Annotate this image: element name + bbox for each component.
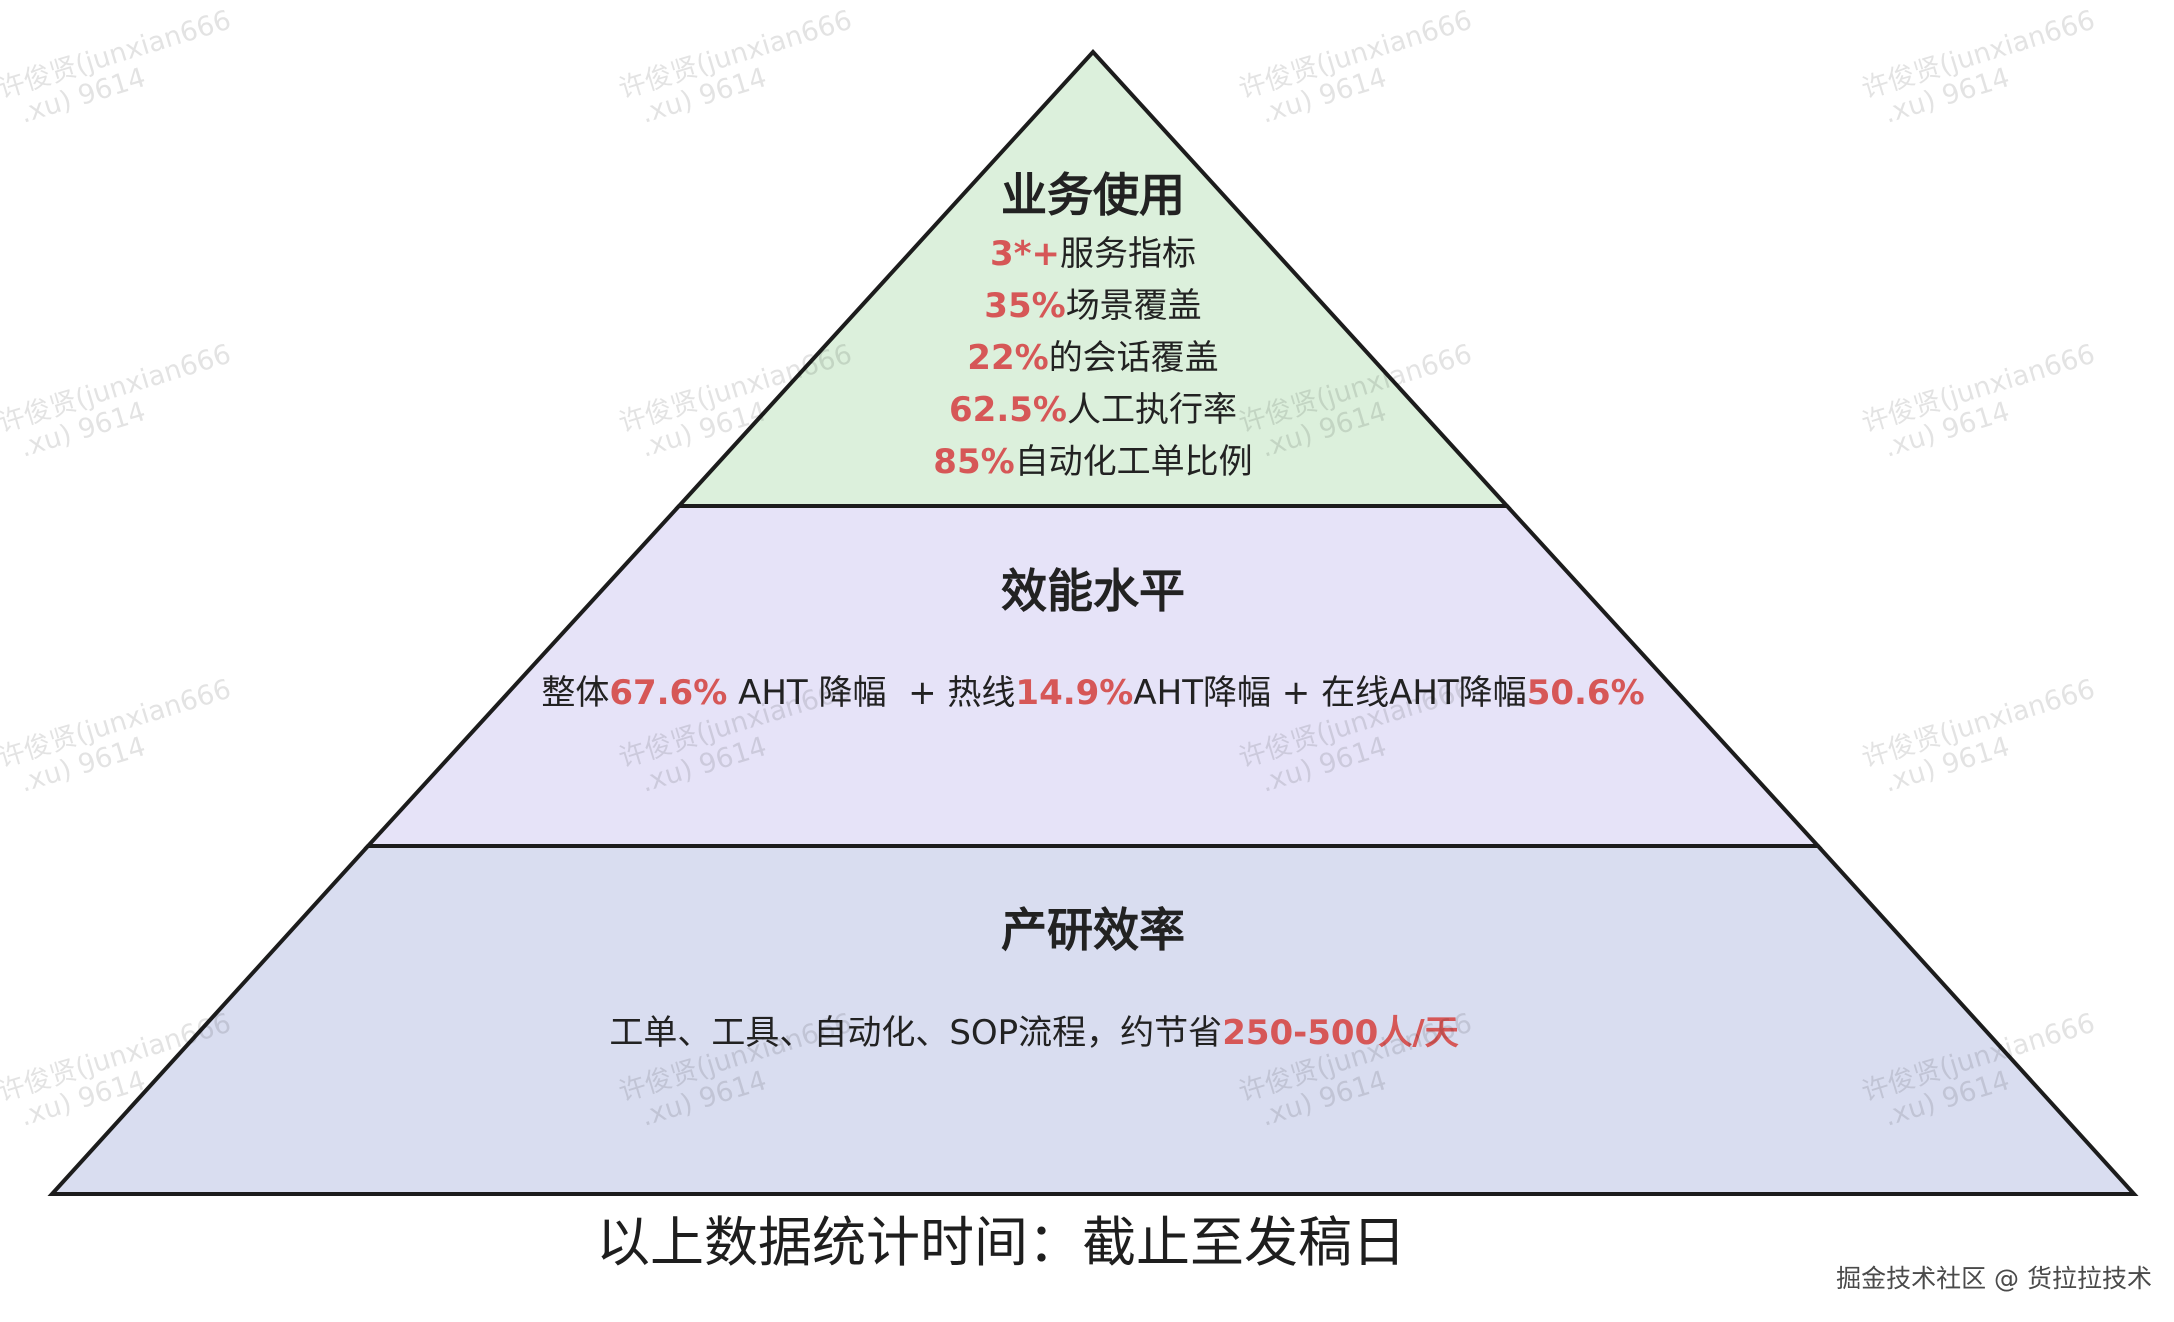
efficiency-value: 14.9% [1015,673,1134,713]
efficiency-text: AHT降幅 + 在线AHT降幅 [1133,673,1527,713]
metric-label: 人工执行率 [1066,390,1237,430]
tier-middle-title: 效能水平 [1001,564,1185,618]
metric-line: 22%的会话覆盖 [293,332,1893,384]
source-credit: 掘金技术社区 @ 货拉拉技术 [1836,1264,2152,1293]
metric-value: 85% [933,442,1015,482]
tier-top-title: 业务使用 [1001,168,1185,222]
efficiency-value: 67.6% [609,673,728,713]
metric-line: 85%自动化工单比例 [293,436,1893,488]
metric-value: 22% [967,338,1049,378]
metric-label: 服务指标 [1059,234,1196,274]
metric-label: 的会话覆盖 [1048,338,1219,378]
metric-value: 3*+ [990,234,1060,274]
efficiency-text: 整体 [541,673,610,713]
efficiency-value: 50.6% [1526,673,1645,713]
metric-label: 场景覆盖 [1065,286,1202,326]
tier-bottom-title: 产研效率 [1001,903,1185,957]
metric-line: 3*+服务指标 [293,228,1893,280]
metric-value: 62.5% [949,390,1067,430]
metric-label: 自动化工单比例 [1014,442,1253,482]
productivity-line: 工单、工具、自动化、SOP流程，约节省250-500人/天 [234,1007,1834,1059]
efficiency-line: 整体67.6% AHT 降幅 + 热线14.9%AHT降幅 + 在线AHT降幅5… [293,667,1893,719]
metric-line: 62.5%人工执行率 [293,384,1893,436]
metric-line: 35%场景覆盖 [293,280,1893,332]
data-period-caption: 以上数据统计时间：截止至发稿日 [596,1211,1406,1274]
productivity-value: 250-500人/天 [1222,1013,1459,1053]
tier-bottom-shape [47,844,2139,1196]
productivity-text: 工单、工具、自动化、SOP流程，约节省 [609,1013,1223,1053]
efficiency-text: AHT 降幅 + 热线 [727,673,1016,713]
metric-value: 35% [984,286,1066,326]
